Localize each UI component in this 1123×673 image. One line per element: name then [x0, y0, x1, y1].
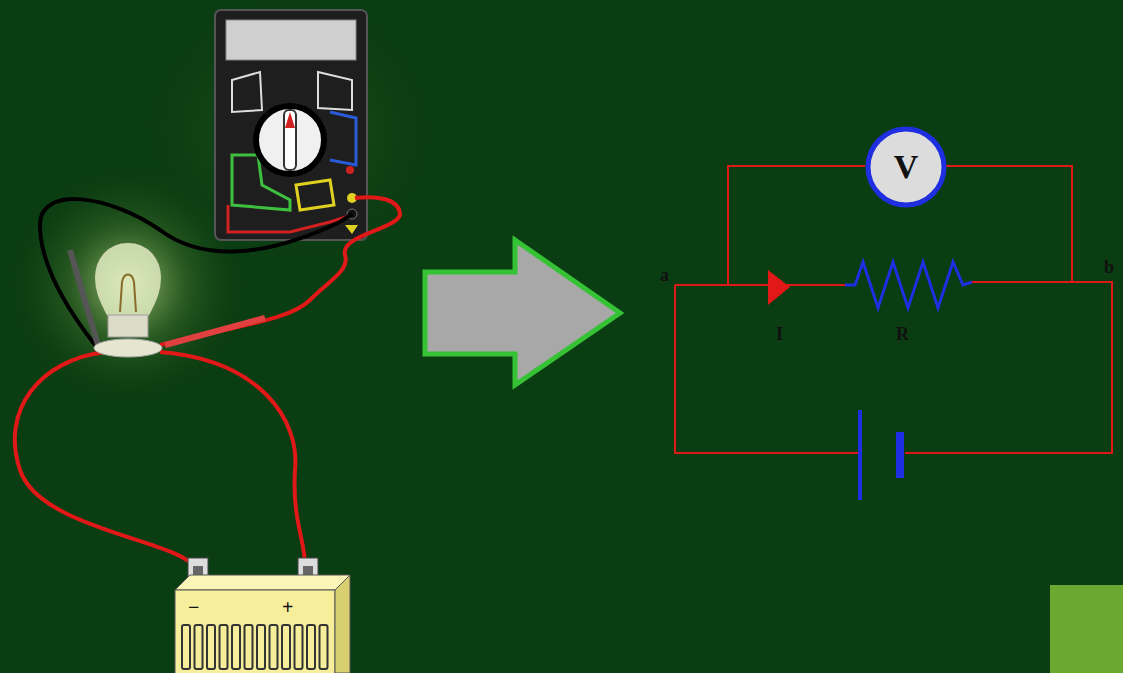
schematic-wires [675, 166, 1112, 453]
light-bulb [94, 244, 162, 357]
corner-square [1050, 585, 1123, 673]
black-probe [70, 250, 98, 345]
resistor-symbol [845, 262, 972, 308]
current-label: I [776, 325, 783, 343]
node-label: a [660, 266, 669, 284]
resistor-label: R [896, 325, 909, 343]
polarity-sign: − [188, 597, 199, 617]
bulb-glow [8, 165, 248, 405]
transform-arrow [425, 240, 620, 385]
polarity-sign: + [282, 597, 293, 617]
red-probe-wire [160, 197, 400, 345]
bulb-wire-negative [15, 352, 195, 568]
multimeter [215, 10, 367, 240]
battery [175, 558, 350, 673]
meter-symbol: V [865, 126, 947, 208]
node-label: b [1104, 258, 1114, 276]
bulb-wire-positive [160, 352, 305, 565]
current-arrow [768, 270, 790, 305]
voltmeter-circle: V [865, 126, 947, 208]
black-probe-wire [40, 199, 352, 345]
battery-symbol [860, 410, 900, 500]
red-probe [165, 318, 265, 345]
